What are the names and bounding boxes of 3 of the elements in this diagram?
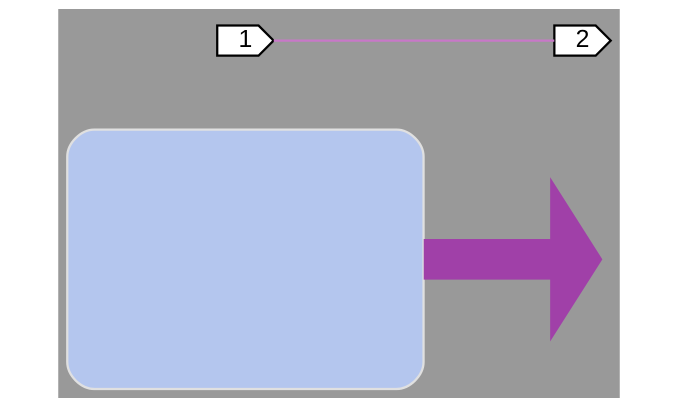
arrow	[423, 176, 602, 342]
connector	[273, 38, 554, 42]
node-box	[66, 128, 424, 390]
